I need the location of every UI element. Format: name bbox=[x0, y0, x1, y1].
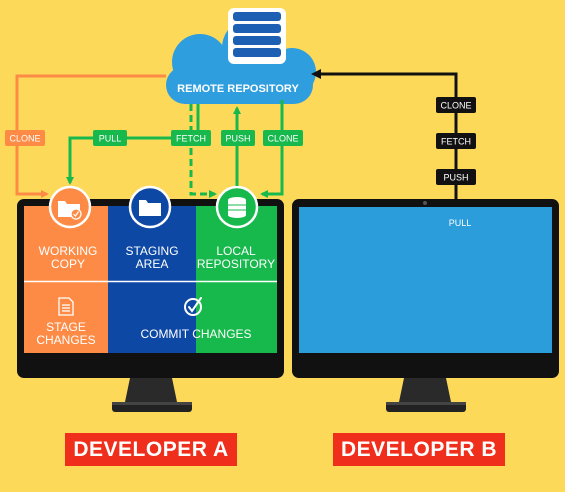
developer-b-fetch-label: FETCH bbox=[436, 133, 476, 149]
fetch-label: FETCH bbox=[171, 130, 211, 146]
developer-b-screen bbox=[299, 207, 552, 353]
developer-b-push-label: PUSH bbox=[436, 169, 476, 185]
svg-text:CLONE: CLONE bbox=[9, 134, 40, 144]
developer-b-label: DEVELOPER B bbox=[333, 433, 505, 466]
push-label: PUSH bbox=[221, 130, 255, 146]
database-icon bbox=[228, 8, 286, 64]
stage-changes-panel bbox=[24, 282, 108, 353]
developer-b-clone-label: CLONE bbox=[436, 97, 476, 113]
svg-text:PULL: PULL bbox=[99, 134, 122, 144]
developer-b-monitor bbox=[292, 199, 559, 412]
svg-text:CLONE: CLONE bbox=[267, 134, 298, 144]
svg-text:PUSH: PUSH bbox=[225, 134, 250, 144]
remote-repository: REMOTE REPOSITORY bbox=[166, 8, 316, 104]
camera-dot bbox=[423, 201, 427, 205]
developer-b-sync-arrow bbox=[311, 69, 458, 199]
staging-area-folder-icon bbox=[128, 185, 172, 229]
document-icon bbox=[58, 297, 74, 316]
clone-arrow-green bbox=[260, 100, 284, 198]
pull-label: PULL bbox=[93, 130, 127, 146]
clone-label-green: CLONE bbox=[263, 130, 303, 146]
clone-label-a: CLONE bbox=[5, 130, 45, 146]
svg-text:FETCH: FETCH bbox=[441, 137, 471, 147]
developer-b-pull-label: PULL bbox=[449, 218, 472, 228]
commit-checkmark-icon bbox=[184, 297, 202, 316]
local-repository-database-icon bbox=[215, 185, 259, 229]
svg-text:FETCH: FETCH bbox=[176, 134, 206, 144]
pull-arrow bbox=[66, 104, 200, 185]
fetch-arrow bbox=[189, 104, 217, 198]
working-copy-folder-icon bbox=[48, 185, 92, 229]
svg-text:CLONE: CLONE bbox=[440, 101, 471, 111]
commit-changes-panel-green bbox=[196, 282, 277, 353]
svg-text:PUSH: PUSH bbox=[443, 173, 468, 183]
commit-changes-panel-blue bbox=[108, 282, 196, 353]
commit-changes-label: COMMIT CHANGES bbox=[140, 327, 251, 341]
developer-a-label: DEVELOPER A bbox=[65, 433, 237, 466]
remote-repository-label: REMOTE REPOSITORY bbox=[177, 83, 299, 95]
